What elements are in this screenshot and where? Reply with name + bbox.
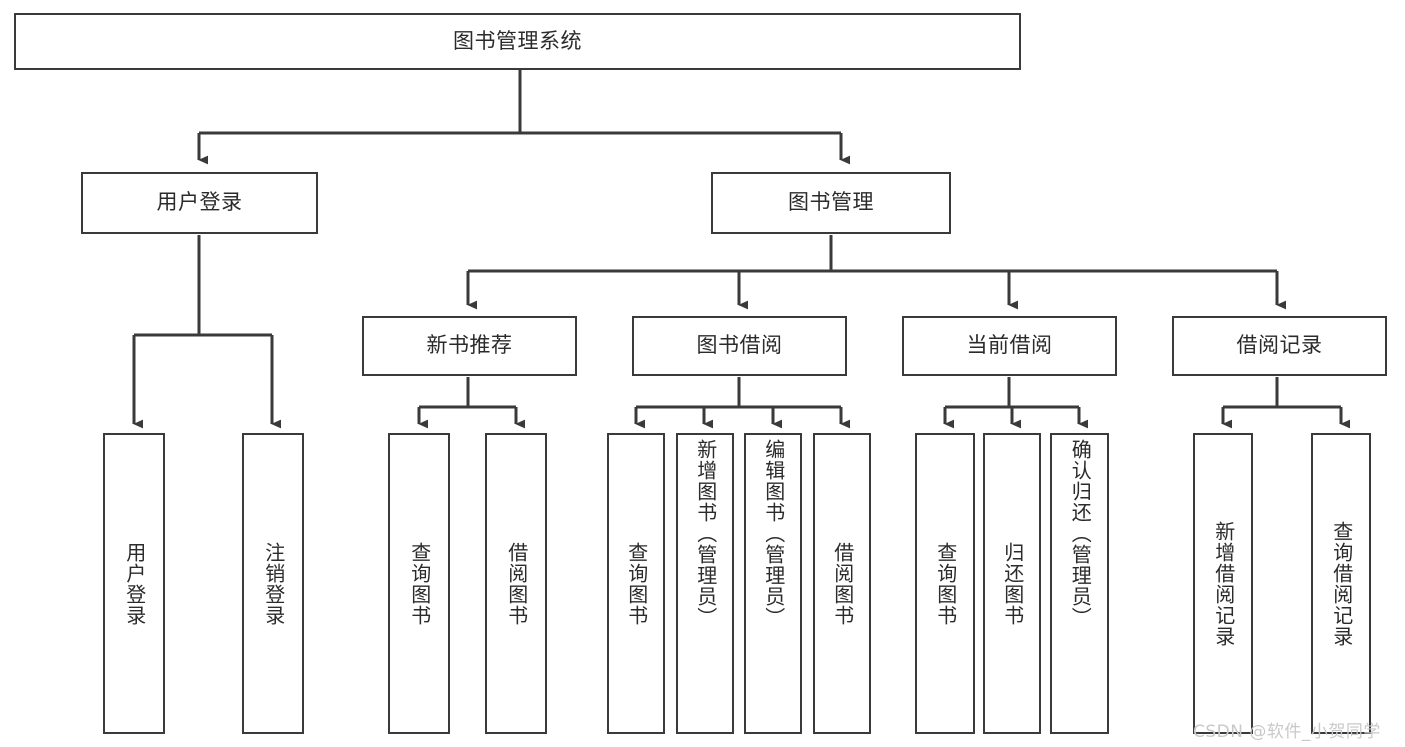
leaf-current-return-book[interactable]: 归还图书	[983, 433, 1041, 734]
node-root-book-management-system[interactable]: 图书管理系统	[14, 13, 1021, 70]
leaf-user-login-sign-in[interactable]: 用户登录	[103, 433, 165, 734]
leaf-new-book-query-book[interactable]: 查询图书	[388, 433, 450, 734]
node-label: 借阅图书	[504, 541, 529, 626]
csdn-watermark: CSDN @软件_小贺同学	[1193, 722, 1381, 742]
node-label: 查询借阅记录	[1329, 520, 1354, 647]
node-label: 借阅图书	[830, 541, 855, 626]
node-borrowing-records[interactable]: 借阅记录	[1172, 316, 1387, 376]
node-label: 用户登录	[122, 541, 147, 626]
node-label: 图书管理系统	[453, 28, 582, 53]
leaf-record-query-borrow-record[interactable]: 查询借阅记录	[1311, 433, 1371, 734]
leaf-borrow-query-book[interactable]: 查询图书	[607, 433, 665, 734]
node-label: 注销登录	[261, 541, 286, 626]
node-label: 图书管理	[788, 190, 874, 215]
node-label: 新书推荐	[426, 333, 513, 358]
leaf-user-login-sign-out[interactable]: 注销登录	[242, 433, 304, 734]
leaf-current-confirm-return-admin[interactable]: 确认归还（管理员）	[1050, 433, 1109, 734]
node-label: 归还图书	[1000, 541, 1025, 626]
node-label: 当前借阅	[966, 333, 1053, 358]
node-label: 查询图书	[407, 541, 432, 626]
node-label: 借阅记录	[1236, 333, 1323, 358]
node-current-borrowing[interactable]: 当前借阅	[902, 316, 1117, 376]
leaf-record-add-borrow-record[interactable]: 新增借阅记录	[1193, 433, 1253, 734]
node-book-management[interactable]: 图书管理	[711, 172, 951, 234]
node-label: 查询图书	[624, 541, 649, 626]
node-label: 图书借阅	[696, 333, 783, 358]
leaf-borrow-borrow-book[interactable]: 借阅图书	[813, 433, 871, 734]
node-label: 查询图书	[933, 541, 958, 626]
leaf-borrow-add-book-admin[interactable]: 新增图书（管理员）	[676, 433, 734, 734]
node-label: 新增图书（管理员）	[693, 439, 718, 628]
node-label: 新增借阅记录	[1211, 520, 1236, 647]
leaf-new-book-borrow-book[interactable]: 借阅图书	[485, 433, 547, 734]
node-label: 确认归还（管理员）	[1068, 439, 1093, 628]
node-book-borrowing[interactable]: 图书借阅	[632, 316, 847, 376]
node-label: 编辑图书（管理员）	[761, 439, 786, 628]
node-label: 用户登录	[156, 190, 243, 215]
leaf-current-query-book[interactable]: 查询图书	[915, 433, 975, 734]
node-user-login[interactable]: 用户登录	[81, 172, 318, 234]
leaf-borrow-edit-book-admin[interactable]: 编辑图书（管理员）	[744, 433, 802, 734]
node-new-book-recommendation[interactable]: 新书推荐	[362, 316, 577, 376]
